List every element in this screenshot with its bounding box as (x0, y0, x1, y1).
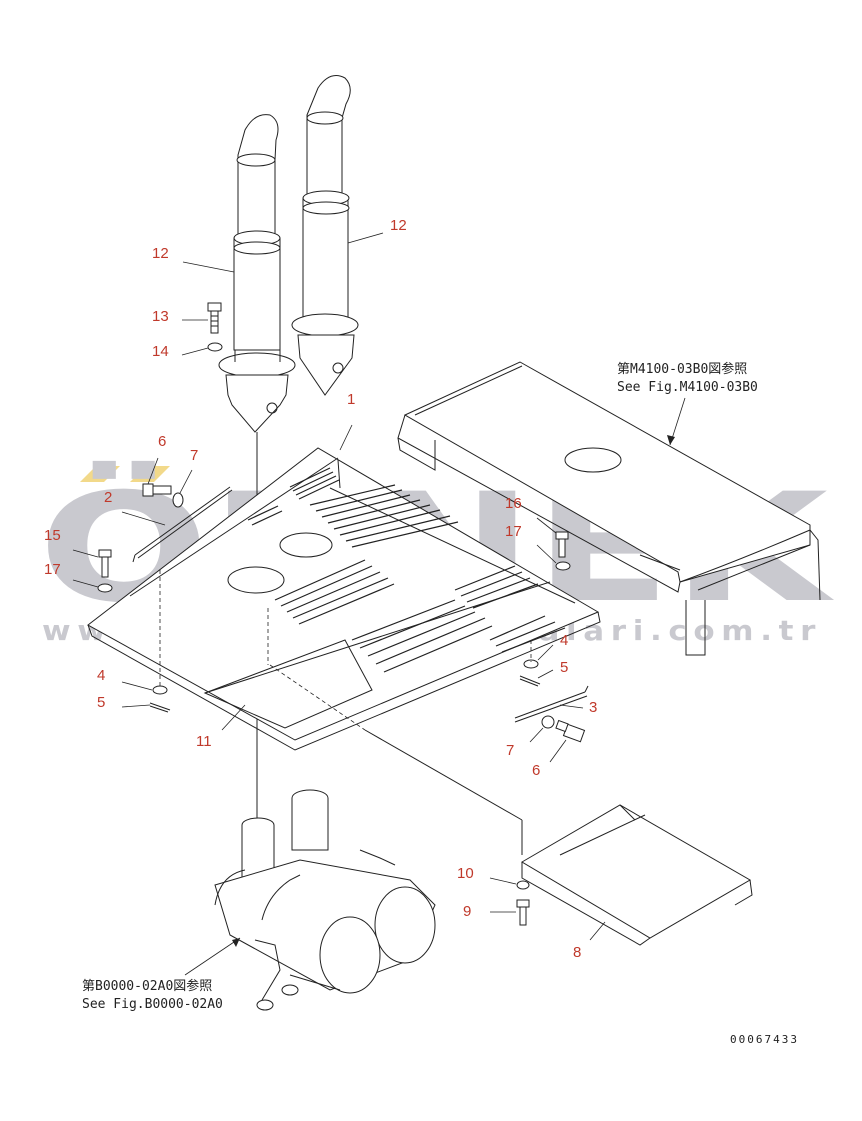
watermark-accent-left (80, 466, 120, 482)
callout-7-bottom: 7 (506, 742, 514, 759)
drawing-code: 00067433 (730, 1033, 799, 1046)
reference-top-right-en: See Fig.M4100-03B0 (617, 380, 758, 395)
reference-bottom-left-en: See Fig.B0000-02A0 (82, 997, 223, 1012)
support-rod-2 (132, 486, 233, 563)
muffler-assembly (214, 789, 436, 1011)
washer-4-right (523, 659, 539, 669)
bolt-16 (555, 531, 569, 558)
callout-3: 3 (589, 699, 597, 716)
callout-6-bottom: 6 (532, 762, 540, 779)
callout-5-left: 5 (97, 694, 105, 711)
callout-17-right: 17 (505, 523, 522, 540)
callout-5-right: 5 (560, 659, 568, 676)
exhaust-stack-right (291, 75, 359, 396)
callout-7-top: 7 (190, 447, 198, 464)
callout-4-left: 4 (97, 667, 105, 684)
callout-14: 14 (152, 343, 169, 360)
bolt-6-top (142, 483, 172, 497)
reference-top-right-jp: 第M4100-03B0図参照 (617, 361, 747, 377)
callout-2: 2 (104, 489, 112, 506)
exhaust-stack-left (218, 114, 296, 433)
bolt-9 (516, 899, 530, 926)
pin-5-left (149, 702, 171, 713)
callout-9: 9 (463, 903, 471, 920)
callout-16: 16 (505, 495, 522, 512)
top-cover-plate (87, 447, 601, 751)
watermark-accent-right (130, 466, 170, 482)
callout-12-left: 12 (152, 245, 169, 262)
callout-6-top: 6 (158, 433, 166, 450)
pin-5-right (519, 675, 541, 687)
callout-12-right: 12 (390, 217, 407, 234)
engine-hood-assembly (397, 361, 821, 656)
callout-1: 1 (347, 391, 355, 408)
washer-14 (207, 342, 223, 352)
washer-7-bottom (541, 715, 555, 729)
bolt-15 (98, 549, 112, 578)
callout-4-right: 4 (560, 632, 568, 649)
under-cover-plate (521, 804, 753, 946)
bolt-13 (207, 302, 222, 334)
washer-4-left (152, 685, 168, 695)
callout-leaders (72, 232, 606, 941)
washer-17-right (555, 561, 571, 571)
callout-15: 15 (44, 527, 61, 544)
support-rod-3 (514, 685, 589, 723)
washer-7-top (172, 492, 184, 508)
bolt-6-bottom (555, 719, 586, 743)
callout-11: 11 (196, 733, 212, 750)
washer-17-left (97, 583, 113, 593)
reference-bottom-left-jp: 第B0000-02A0図参照 (82, 978, 212, 994)
washer-10 (516, 880, 530, 890)
callout-13: 13 (152, 308, 169, 325)
callout-8: 8 (573, 944, 581, 961)
callout-17-left: 17 (44, 561, 61, 578)
callout-labels: 12 12 13 14 1 6 7 2 15 17 16 17 4 5 4 5 … (44, 217, 597, 961)
callout-10: 10 (457, 865, 474, 882)
